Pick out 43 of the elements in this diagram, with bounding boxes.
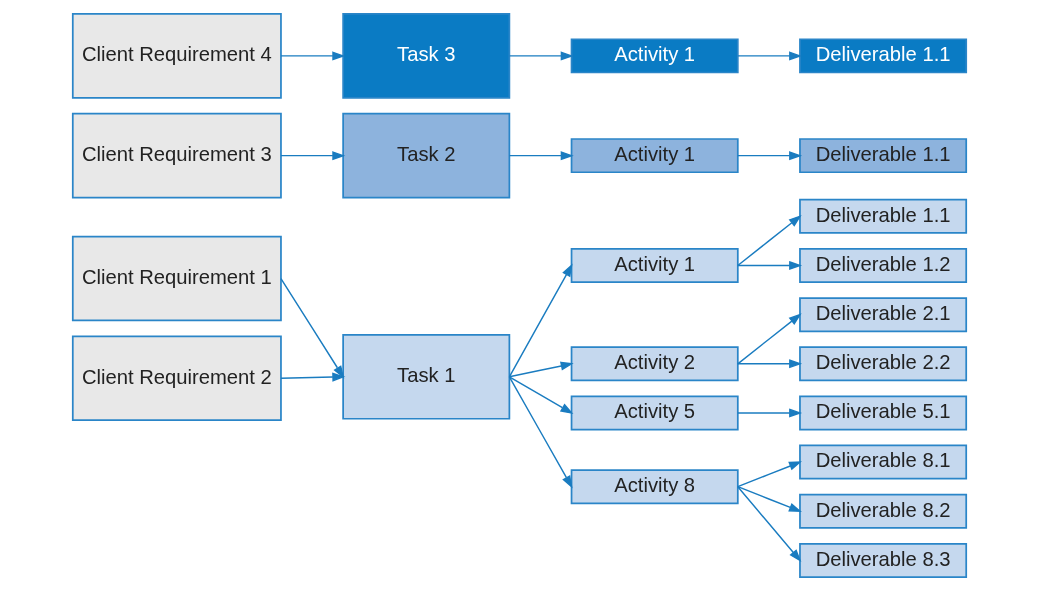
node-box: Activity 8	[570, 469, 739, 505]
arrow	[736, 313, 802, 365]
arrow	[508, 51, 574, 61]
node-box: Deliverable 2.1	[798, 297, 967, 333]
node-box: Deliverable 2.2	[798, 346, 967, 382]
node-box: Client Requirement 3	[71, 112, 282, 199]
arrow	[736, 359, 802, 369]
node-box: Task 3	[341, 13, 510, 99]
arrow	[736, 215, 802, 267]
arrow	[736, 461, 802, 488]
arrow	[508, 263, 573, 378]
arrow	[736, 51, 802, 61]
arrow	[736, 260, 802, 271]
node-box: Deliverable 8.2	[798, 493, 967, 529]
node-box: Deliverable 5.1	[798, 395, 967, 431]
node-box: Deliverable 1.1	[798, 198, 967, 234]
node-box: Task 2	[341, 112, 510, 199]
arrow	[736, 151, 802, 161]
arrow	[736, 485, 801, 563]
node-box: Activity 1	[570, 38, 739, 74]
node-box: Deliverable 8.1	[798, 444, 967, 480]
node-box: Activity 1	[570, 138, 739, 174]
node-box: Task 1	[341, 334, 510, 420]
node-box: Client Requirement 1	[71, 235, 282, 322]
node-box: Client Requirement 4	[71, 13, 282, 99]
node-box: Activity 2	[570, 346, 739, 382]
node-box: Deliverable 1.1	[798, 138, 967, 174]
node-box: Deliverable 8.3	[798, 542, 967, 578]
arrow	[508, 376, 573, 489]
node-box: Deliverable 1.2	[798, 248, 967, 283]
arrow	[736, 408, 802, 418]
node-box: Activity 1	[570, 248, 739, 283]
arrow	[279, 151, 345, 161]
arrow	[279, 277, 344, 379]
arrow	[736, 485, 802, 513]
arrow	[279, 51, 345, 61]
arrow	[279, 372, 345, 382]
node-box: Deliverable 1.1	[798, 38, 967, 74]
node-box: Activity 5	[570, 395, 739, 431]
arrow	[508, 151, 574, 161]
arrow	[508, 376, 573, 415]
node-box: Client Requirement 2	[71, 335, 282, 422]
arrow	[508, 361, 574, 378]
